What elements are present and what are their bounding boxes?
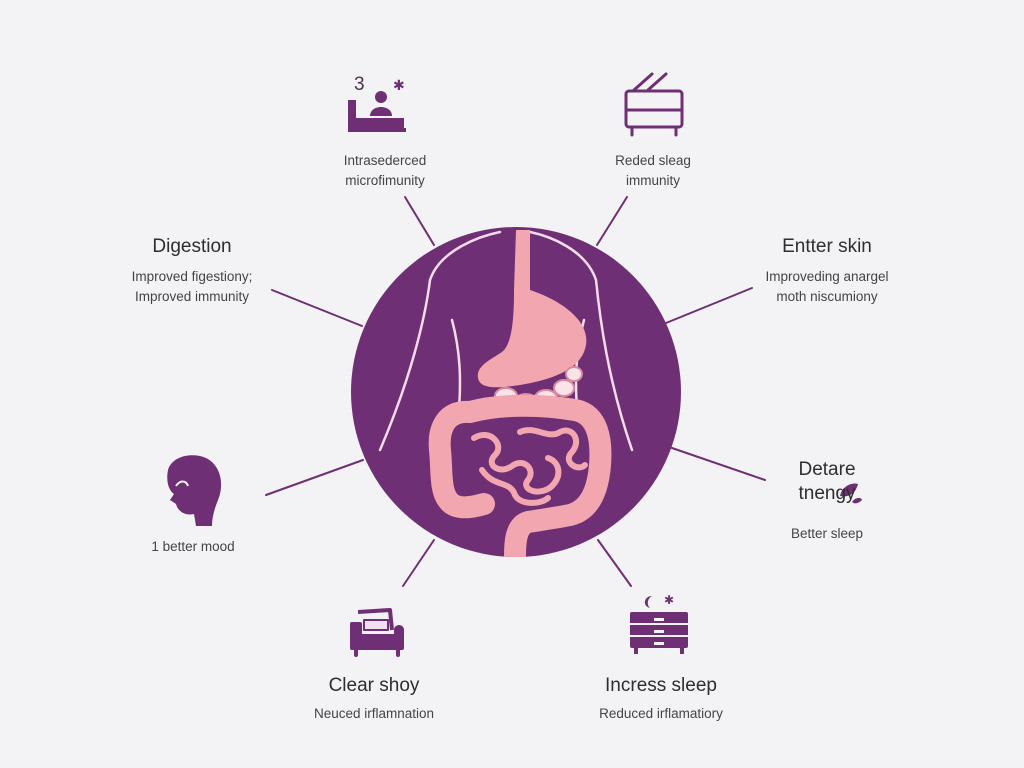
right-upper-label: Entter skin Improveding anargel moth nis… (734, 235, 920, 307)
connector-top-right (596, 196, 628, 246)
bottom-left-title: Clear shoy (328, 675, 420, 696)
bottom-right-label: Incress sleep Reduced irflamatiory (566, 674, 756, 724)
right-lower-title-line2: tnengy (798, 483, 856, 504)
connector-lines (265, 196, 766, 587)
left-upper-line1: Improved figestiony; (131, 269, 253, 284)
right-lower-caption: Better sleep (790, 526, 864, 541)
top-left-line2: microfimunity (345, 173, 425, 188)
bed-icon (624, 72, 684, 137)
left-lower-label: 1 better mood (118, 537, 268, 557)
badge-star: ✱ (393, 78, 405, 94)
small-intestine (471, 427, 588, 506)
left-upper-line2: Improved immunity (134, 289, 250, 304)
armchair-icon (350, 608, 404, 657)
bottom-right-caption: Reduced irflamatiory (599, 706, 723, 721)
right-upper-line1: Improveding anargel (765, 269, 889, 284)
torso-outline (378, 230, 634, 452)
top-right-line1: Reded sleag (615, 153, 691, 168)
top-right-line2: immunity (625, 173, 680, 188)
top-left-label: Intrasederced microfimunity (295, 151, 475, 191)
bottom-right-title: Incress sleep (605, 675, 717, 696)
connector-bottom-right (597, 539, 632, 587)
large-intestine (428, 394, 612, 557)
top-right-label: Reded sleag immunity (563, 151, 743, 191)
right-upper-line2: moth niscumiony (776, 289, 878, 304)
connector-right-lower (671, 447, 766, 481)
left-upper-title: Digestion (152, 236, 232, 257)
leaf-icon (840, 483, 862, 504)
connector-bottom-left (402, 539, 435, 587)
connector-left-lower (265, 459, 364, 496)
connector-top-left (404, 196, 435, 246)
bottom-left-label: Clear shoy Neuced irflamnation (284, 674, 464, 724)
left-upper-label: Digestion Improved figestiony; Improved … (100, 235, 284, 307)
svg-text:✱: ✱ (664, 593, 674, 607)
right-lower-label: Detare tnengy Better sleep (752, 458, 902, 544)
person-at-desk-icon: 3 ✱ (348, 74, 406, 132)
badge-number: 3 (354, 74, 365, 95)
dresser-moon-icon: ✱ (630, 593, 688, 654)
right-upper-title: Entter skin (782, 236, 872, 257)
head-profile-icon (167, 455, 222, 526)
top-left-line1: Intrasederced (343, 153, 427, 168)
left-lower-caption: 1 better mood (151, 539, 235, 554)
bottom-left-caption: Neuced irflamnation (313, 706, 435, 721)
stomach (477, 230, 587, 388)
central-illustration (351, 227, 681, 557)
right-lower-title-line1: Detare (798, 459, 856, 480)
connector-left-upper (271, 289, 363, 327)
connector-right-upper (665, 287, 753, 324)
